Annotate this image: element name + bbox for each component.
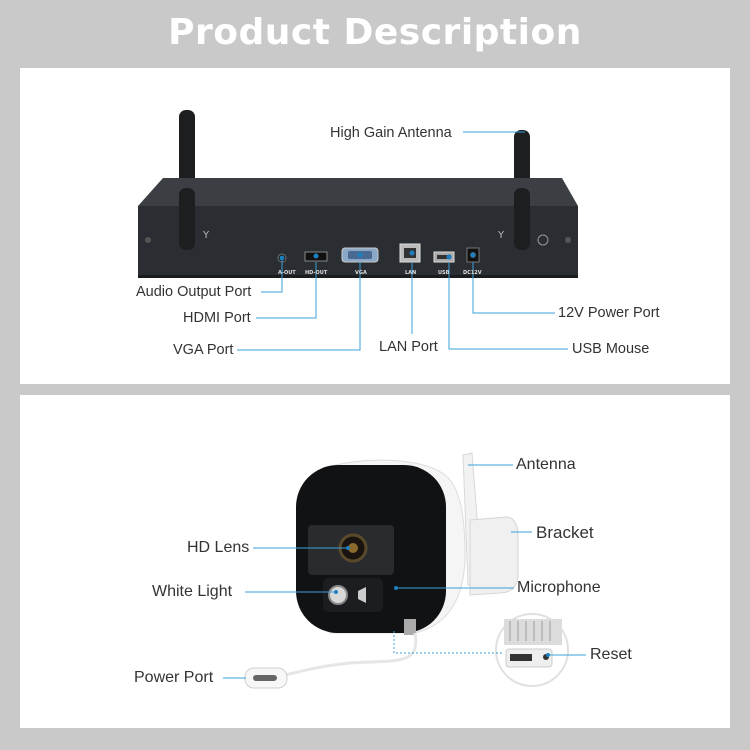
nvr-body-top xyxy=(138,178,578,206)
svg-text:Y: Y xyxy=(497,230,505,241)
label-hdmi-port: HDMI Port xyxy=(183,310,251,326)
nvr-panel: Y Y xyxy=(20,68,730,384)
label-12v-power-port: 12V Power Port xyxy=(558,305,660,321)
label-power-port: Power Port xyxy=(134,669,214,686)
label-hd-lens: HD Lens xyxy=(187,539,250,556)
nvr-illustration: Y Y xyxy=(138,110,578,351)
camera-bracket xyxy=(469,516,519,596)
port-mark-usb: USB xyxy=(438,270,450,276)
label-usb-mouse: USB Mouse xyxy=(572,341,650,357)
nvr-leader-lines xyxy=(237,131,568,351)
label-reset: Reset xyxy=(590,646,632,663)
camera-leader-lines xyxy=(223,464,586,679)
label-antenna: Antenna xyxy=(516,456,576,473)
svg-text:Y: Y xyxy=(202,230,210,241)
port-mark-dc: DC12V xyxy=(463,270,482,276)
nvr-body-front xyxy=(138,206,578,278)
label-microphone: Microphone xyxy=(517,579,601,596)
label-audio-output-port: Audio Output Port xyxy=(136,284,252,300)
label-lan-port: LAN Port xyxy=(379,339,438,355)
camera-panel: Antenna Bracket HD Lens White Light Micr… xyxy=(20,395,730,728)
page-title: Product Description xyxy=(168,12,582,53)
white-light xyxy=(328,585,348,605)
port-mark-vga: VGA xyxy=(355,270,367,276)
label-white-light: White Light xyxy=(152,583,233,600)
port-mark-hdout: HD-OUT xyxy=(305,270,328,276)
power-cable xyxy=(274,632,418,679)
port-mark-lan: LAN xyxy=(405,270,417,276)
camera-illustration xyxy=(223,452,586,689)
label-vga-port: VGA Port xyxy=(173,342,234,358)
label-bracket: Bracket xyxy=(536,523,594,542)
label-high-gain-antenna: High Gain Antenna xyxy=(330,125,452,141)
port-mark-aout: A-OUT xyxy=(278,270,296,276)
